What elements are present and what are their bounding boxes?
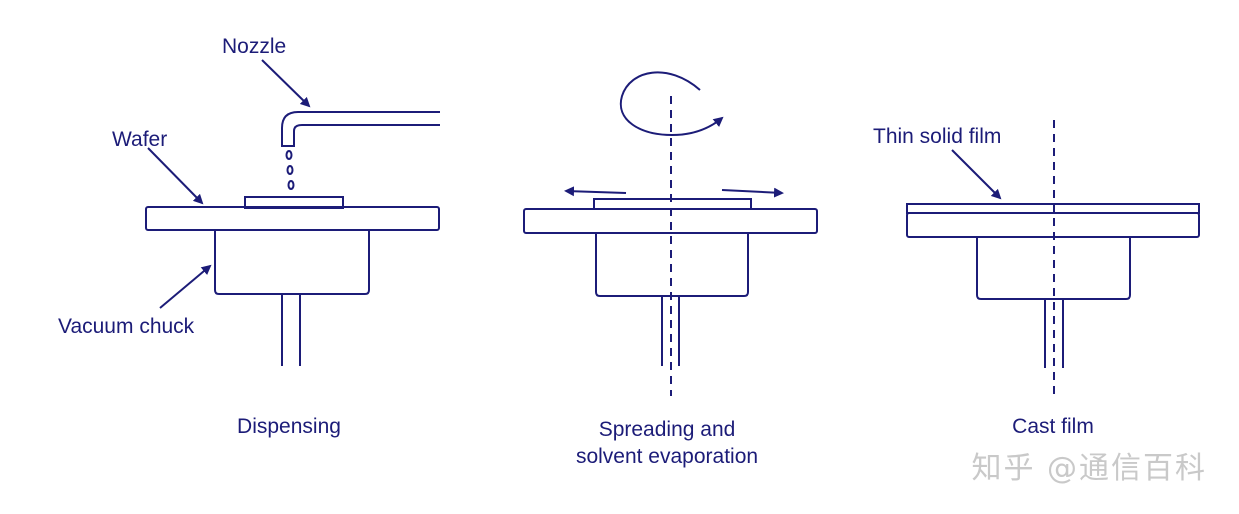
panel-spreading: Spreading and solvent evaporation [523,71,818,468]
vacuum-chuck-label: Vacuum chuck [58,315,195,338]
caption-spreading-line2: solvent evaporation [576,445,758,468]
resist-layer [593,198,752,210]
nozzle-arrow [261,59,311,108]
wafer [145,206,440,231]
thin-solid-film-label: Thin solid film [873,125,1001,148]
wafer-arrow [147,147,204,205]
panel-cast-film: Thin solid film Cast film [873,120,1200,438]
wafer-label: Wafer [112,128,167,151]
spread-right-arrow [721,187,784,198]
caption-cast-film: Cast film [1012,415,1094,438]
caption-dispensing: Dispensing [237,415,341,438]
rotation-arrow-icon [619,71,724,137]
thin-solid-film-arrow [951,149,1002,200]
nozzle [281,111,440,147]
caption-spreading-line1: Spreading and [599,418,736,441]
vacuum-chuck [214,230,370,295]
vacuum-chuck [976,237,1131,300]
droplets [285,150,295,190]
watermark: 知乎 @通信百科 [971,451,1207,486]
panel-dispensing: Nozzle Wafer Vacuum chuck Dispensing [58,35,440,438]
nozzle-label: Nozzle [222,35,286,58]
spread-left-arrow [564,186,627,197]
vacuum-chuck-arrow [159,264,212,309]
